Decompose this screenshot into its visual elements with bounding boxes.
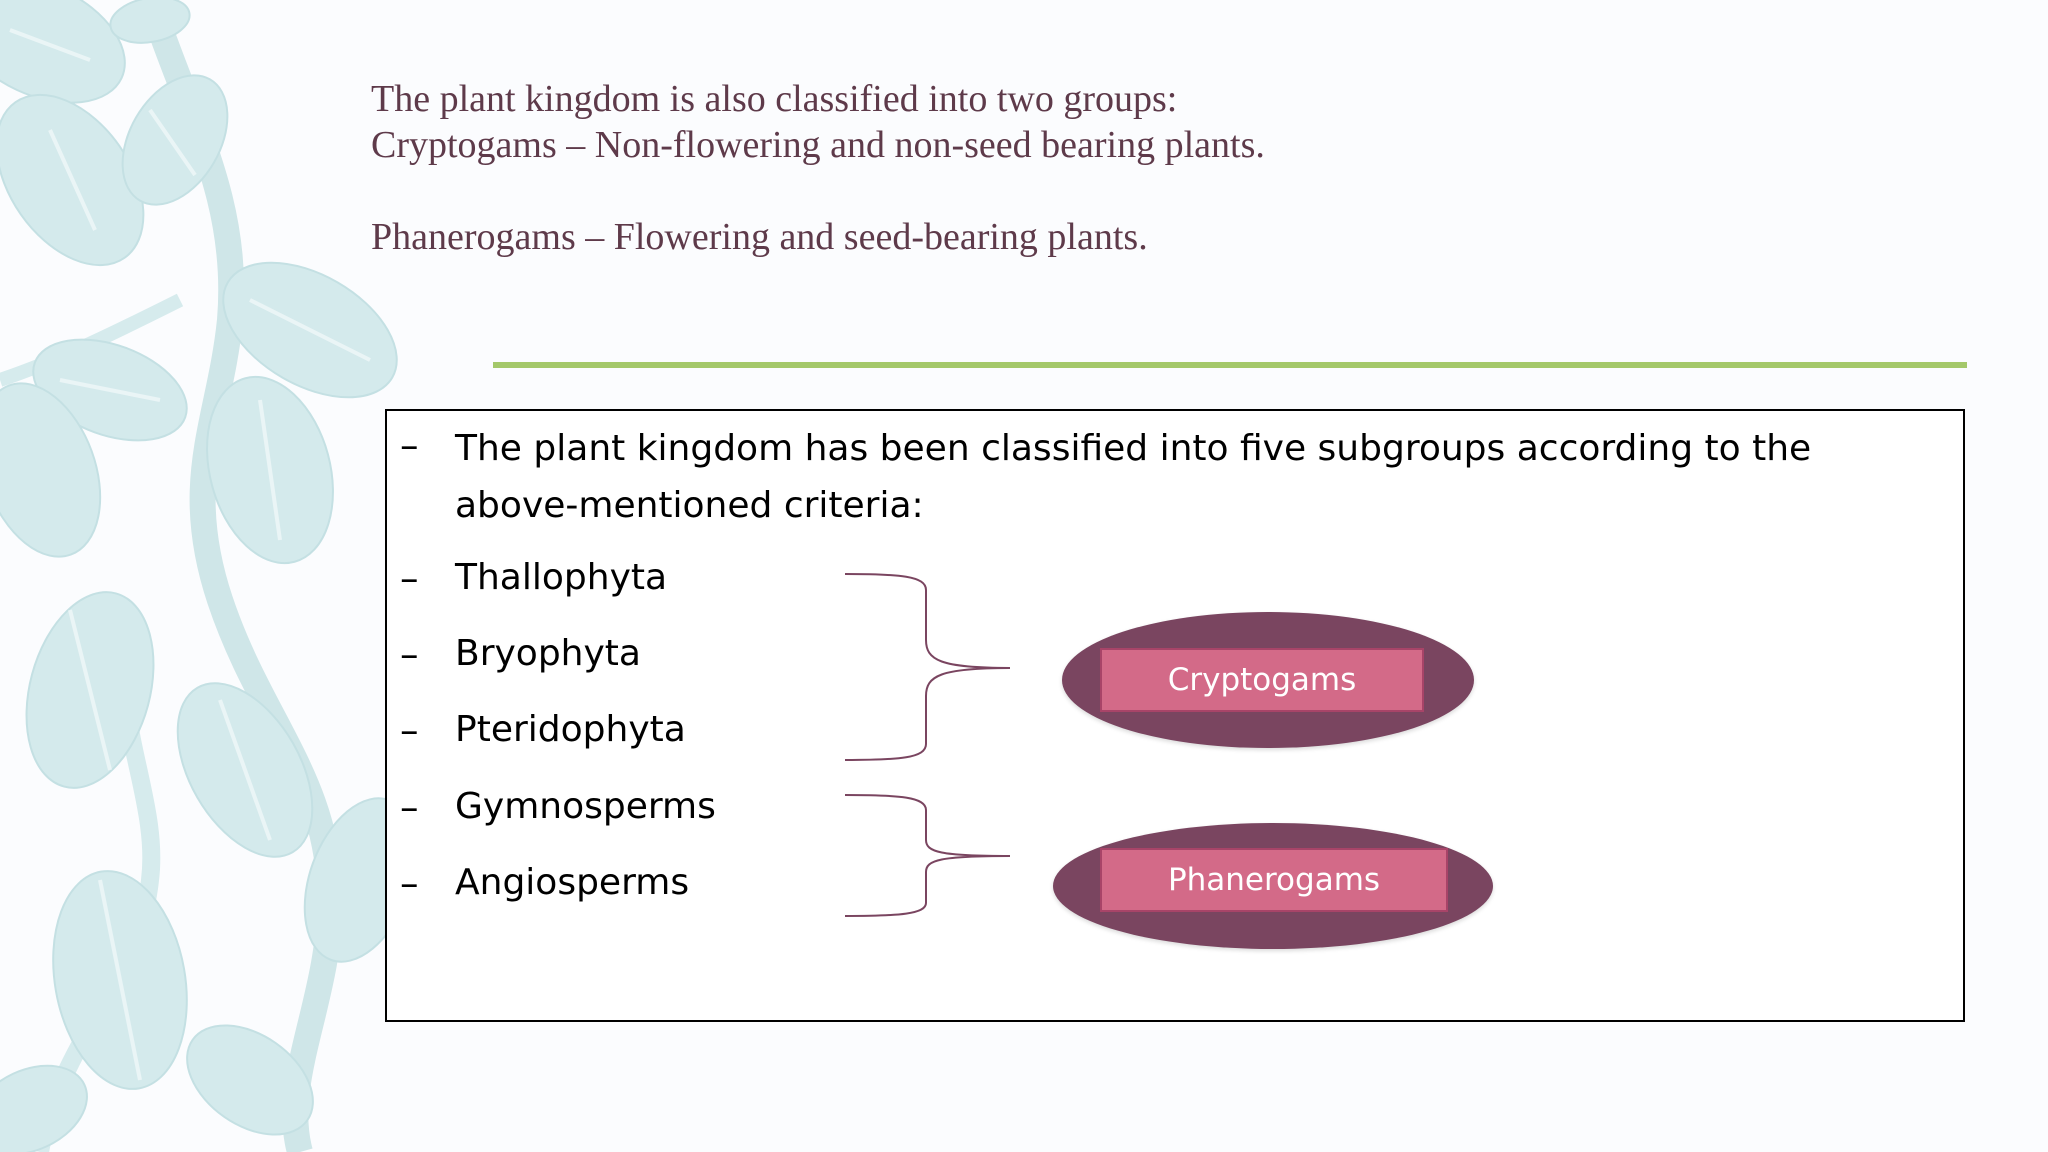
intro-text: The plant kingdom has been classified in… (455, 428, 1812, 526)
title-line-3: Phanerogams – Flowering and seed-bearing… (371, 216, 1148, 258)
slide-title: The plant kingdom is also classified int… (371, 76, 1871, 260)
bullet-dash: – (400, 424, 419, 467)
bullet-dash: – (400, 557, 419, 600)
subgroup-thallophyta: Thallophyta (455, 557, 668, 598)
bullet-dash: – (400, 786, 419, 829)
curly-brace-icon (844, 573, 1011, 761)
accent-divider (493, 362, 1967, 368)
bullet-dash: – (400, 862, 419, 905)
subgroup-bryophyta: Bryophyta (455, 633, 641, 674)
cryptogams-label: Cryptogams (1100, 648, 1424, 712)
subgroup-angiosperms: Angiosperms (455, 862, 690, 903)
phanerogams-label: Phanerogams (1100, 848, 1448, 912)
bullet-dash: – (400, 633, 419, 676)
curly-brace-icon (844, 794, 1011, 917)
subgroup-gymnosperms: Gymnosperms (455, 786, 716, 827)
subgroup-pteridophyta: Pteridophyta (455, 709, 686, 750)
title-line-2: Cryptogams – Non-flowering and non-seed … (371, 124, 1265, 166)
title-line-1: The plant kingdom is also classified int… (371, 78, 1178, 120)
leaf-vine-decoration-icon (0, 0, 417, 1152)
bullet-dash: – (400, 709, 419, 752)
